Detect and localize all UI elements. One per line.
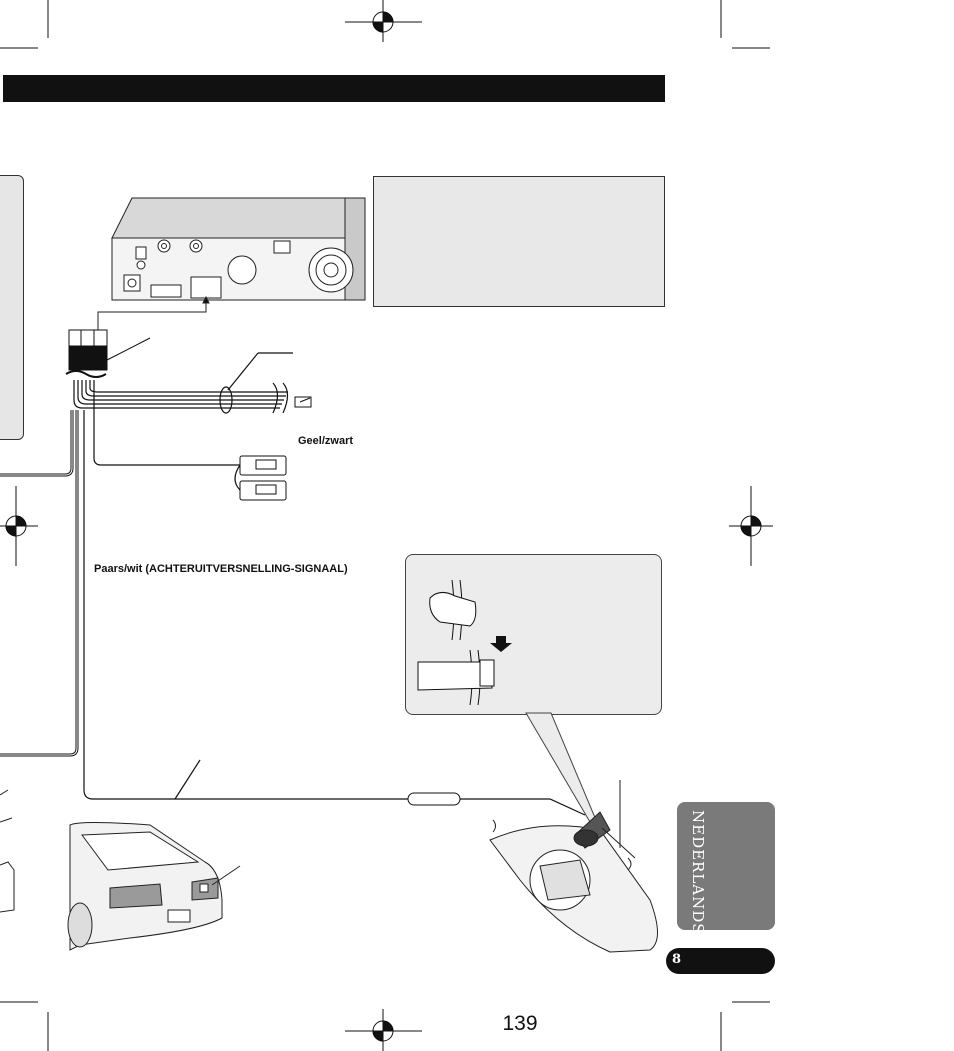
arrow-down-icon bbox=[490, 636, 512, 652]
connector-icon bbox=[65, 329, 151, 378]
reference-hand-icon bbox=[294, 396, 312, 408]
section-number: 8 bbox=[672, 952, 682, 967]
header-bar bbox=[3, 75, 665, 102]
spade-terminals bbox=[239, 455, 287, 501]
wire-label-purple-white: Paars/wit (ACHTERUITVERSNELLING-SIGNAAL) bbox=[94, 563, 348, 575]
wire-clip-illustration bbox=[417, 579, 495, 706]
registration-mark bbox=[345, 0, 422, 42]
wire-label-yellow-black: Geel/zwart bbox=[298, 435, 354, 447]
car-illustration bbox=[67, 822, 241, 951]
language-label: NEDERLANDS bbox=[689, 810, 707, 935]
info-box bbox=[373, 176, 665, 307]
section-pill bbox=[666, 948, 775, 974]
side-panel bbox=[0, 175, 24, 440]
page-number: 139 bbox=[502, 1012, 538, 1035]
trunk-illustration bbox=[489, 780, 658, 953]
language-tab bbox=[677, 802, 775, 930]
head-unit-illustration bbox=[97, 197, 366, 330]
